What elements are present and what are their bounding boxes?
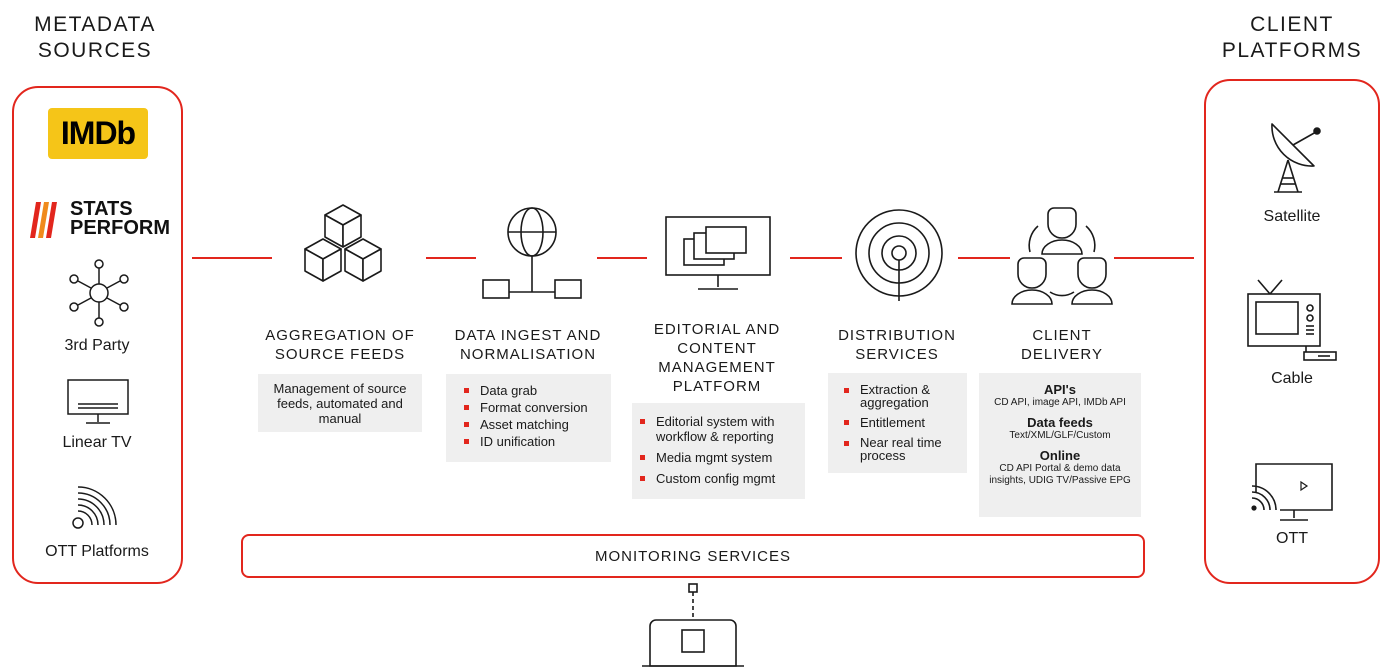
connector-sources-aggregation bbox=[192, 257, 272, 259]
ott-screen-icon bbox=[1251, 463, 1333, 521]
stage-delivery-title: CLIENT DELIVERY bbox=[1021, 327, 1103, 363]
wireless-signal-icon bbox=[72, 486, 117, 529]
panel-aggregation-text: Management of source feeds, automated an… bbox=[273, 381, 407, 426]
monitoring-services-label: MONITORING SERVICES bbox=[595, 547, 791, 565]
monitor-windows-icon bbox=[665, 216, 771, 290]
connector-ingest-editorial bbox=[597, 257, 647, 259]
platform-ott-label: OTT bbox=[1276, 530, 1308, 547]
stats-logo-line2: PERFORM bbox=[70, 217, 170, 239]
ingest-item: Format conversion bbox=[462, 400, 603, 415]
source-linear-tv-label: Linear TV bbox=[62, 434, 132, 451]
monitoring-services-bar: MONITORING SERVICES bbox=[241, 534, 1145, 578]
ingest-item: Data grab bbox=[462, 383, 603, 398]
stats-logo-line1: STATS bbox=[70, 198, 133, 220]
cable-tv-icon bbox=[1247, 279, 1337, 361]
connector-distribution-delivery bbox=[958, 257, 1010, 259]
metadata-sources-box bbox=[12, 86, 183, 584]
delivery-online-text: CD API Portal & demo data insights, UDIG… bbox=[989, 463, 1131, 486]
distribution-item: Extraction & aggregation bbox=[842, 383, 961, 409]
panel-distribution: Extraction & aggregation Entitlement Nea… bbox=[828, 373, 967, 473]
delivery-api-text: CD API, image API, IMDb API bbox=[994, 397, 1126, 408]
connector-aggregation-ingest bbox=[426, 257, 476, 259]
delivery-feeds-heading: Data feeds bbox=[1027, 415, 1093, 430]
tv-monitor-icon bbox=[67, 379, 129, 424]
ingest-item: Asset matching bbox=[462, 417, 603, 432]
people-group-icon bbox=[1011, 207, 1113, 305]
editorial-item: Custom config mgmt bbox=[638, 471, 799, 486]
delivery-feeds-text: Text/XML/GLF/Custom bbox=[1009, 430, 1111, 441]
broadcast-signal-icon bbox=[855, 209, 943, 301]
source-ott-platforms-label: OTT Platforms bbox=[45, 543, 149, 560]
ingest-item: ID unification bbox=[462, 434, 603, 449]
editorial-item: Media mgmt system bbox=[638, 450, 799, 465]
connector-editorial-distribution bbox=[790, 257, 842, 259]
distribution-item: Near real time process bbox=[842, 436, 961, 462]
connector-delivery-platforms bbox=[1114, 257, 1194, 259]
cubes-icon bbox=[304, 204, 382, 282]
imdb-logo: IMDb bbox=[48, 108, 148, 159]
distribution-item: Entitlement bbox=[842, 415, 961, 430]
stage-ingest-title: DATA INGEST AND NORMALISATION bbox=[454, 327, 602, 363]
satellite-dish-icon bbox=[1271, 123, 1321, 193]
panel-ingest: Data grab Format conversion Asset matchi… bbox=[446, 374, 611, 462]
source-3rd-party-label: 3rd Party bbox=[64, 337, 130, 354]
metadata-sources-heading: METADATA SOURCES bbox=[34, 13, 156, 62]
stage-aggregation-title: AGGREGATION OF SOURCE FEEDS bbox=[265, 327, 415, 363]
stage-distribution-title: DISTRIBUTION SERVICES bbox=[838, 327, 956, 363]
network-hub-icon bbox=[69, 259, 129, 327]
imdb-logo-text: IMDb bbox=[60, 115, 136, 151]
platform-cable-label: Cable bbox=[1271, 370, 1313, 387]
platform-satellite-label: Satellite bbox=[1263, 208, 1321, 225]
delivery-api-heading: API's bbox=[1044, 382, 1076, 397]
panel-aggregation: Management of source feeds, automated an… bbox=[258, 374, 422, 432]
client-platforms-box bbox=[1204, 79, 1380, 584]
stats-perform-slashes-icon bbox=[30, 202, 57, 238]
laptop-monitoring-icon bbox=[642, 583, 744, 667]
editorial-item: Editorial system with workflow & reporti… bbox=[638, 414, 799, 444]
stats-perform-logo: STATS PERFORM bbox=[30, 198, 170, 240]
client-platforms-heading: CLIENT PLATFORMS bbox=[1221, 13, 1363, 62]
panel-editorial: Editorial system with workflow & reporti… bbox=[632, 403, 805, 499]
stage-editorial-title: EDITORIAL AND CONTENT MANAGEMENT PLATFOR… bbox=[653, 321, 781, 395]
panel-delivery: API's CD API, image API, IMDb API Data f… bbox=[979, 373, 1141, 517]
globe-network-icon bbox=[482, 207, 582, 299]
delivery-online-heading: Online bbox=[1039, 448, 1081, 463]
